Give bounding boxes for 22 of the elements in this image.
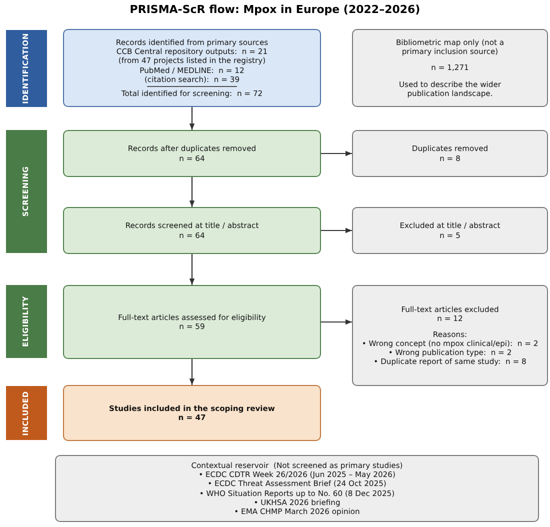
process-box [352,130,548,177]
diagram-title: PRISMA-ScR flow: Mpox in Europe (2022–2026) [128,3,422,16]
process-box [352,29,548,107]
stage-label-band [6,285,47,358]
stage-label-band [6,386,47,440]
process-box [63,385,321,441]
arrow [189,107,195,130]
arrow [189,359,195,385]
process-box [352,285,548,386]
arrow [321,150,352,156]
arrow [189,177,195,207]
stage-label-band [6,130,47,253]
process-box [63,29,321,107]
process-box [63,207,321,254]
process-box [352,207,548,254]
arrow [189,254,195,285]
process-box [55,455,539,522]
process-box [63,285,321,359]
arrow [321,319,352,325]
arrow [321,228,352,234]
stage-label-band [6,30,47,107]
process-box [63,130,321,177]
